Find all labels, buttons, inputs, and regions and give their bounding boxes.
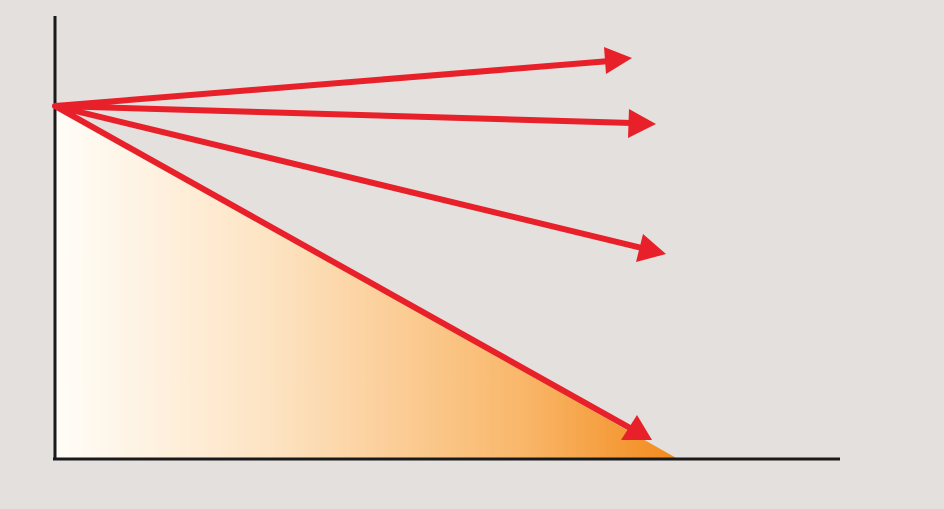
- arrow-2: [52, 103, 656, 138]
- arrow-4: [52, 103, 652, 440]
- arrow-1: [52, 47, 632, 109]
- arrow-3: [52, 103, 666, 262]
